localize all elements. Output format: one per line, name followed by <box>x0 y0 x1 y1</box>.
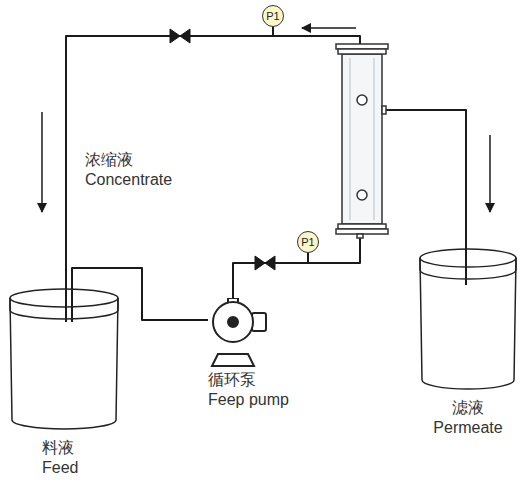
pipe <box>382 110 466 285</box>
component-label: 滤液 Permeate <box>431 398 505 438</box>
component-label: 循环泵 Feep pump <box>208 370 292 410</box>
pipe-connector <box>72 268 208 320</box>
flow-arrow <box>41 112 43 212</box>
stream-label: 浓缩液 Concentrate <box>85 150 181 190</box>
pipe <box>65 296 67 322</box>
permeate-tank: 滤液 Permeate <box>418 248 518 438</box>
pressure-gauge: P1 <box>297 231 319 253</box>
tank-symbol <box>418 248 518 398</box>
pipe-connector <box>66 27 273 296</box>
membrane-module <box>336 44 388 238</box>
valve-symbol <box>170 29 190 43</box>
tank-symbol <box>8 288 120 438</box>
gauge-label: P1 <box>301 236 314 248</box>
flow-arrow <box>489 135 491 212</box>
pipe-connector <box>233 253 308 298</box>
valve-symbol <box>255 256 275 270</box>
pressure-gauge: P1 <box>262 5 284 27</box>
flow-arrow <box>302 27 356 29</box>
feed-pump: 循环泵 Feep pump <box>208 298 308 410</box>
feed-tank: 料液 Feed <box>8 288 120 478</box>
pipe <box>273 36 360 44</box>
component-label: 料液 Feed <box>42 438 86 478</box>
pump-symbol <box>208 298 270 370</box>
pipe <box>71 296 73 322</box>
gauge-label: P1 <box>266 10 279 22</box>
